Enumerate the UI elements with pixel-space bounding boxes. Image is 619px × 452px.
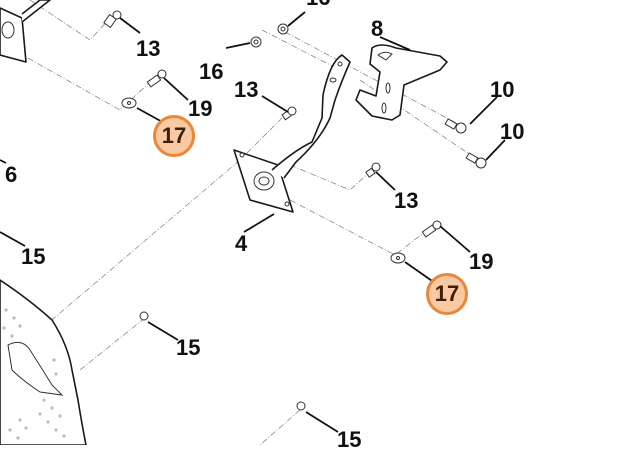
callout-13[interactable]: 13 bbox=[136, 36, 161, 61]
bracket-part-8[interactable] bbox=[355, 44, 448, 121]
nut-16-top[interactable] bbox=[277, 23, 289, 35]
callout-17-highlighted[interactable]: 17 bbox=[153, 115, 195, 157]
callout-15[interactable]: 15 bbox=[21, 244, 46, 269]
callout-13[interactable]: 13 bbox=[394, 188, 419, 213]
callout-19[interactable]: 19 bbox=[469, 249, 494, 274]
washer-17[interactable] bbox=[121, 97, 137, 109]
bolt-19[interactable] bbox=[146, 69, 167, 88]
washer-17-right[interactable] bbox=[390, 252, 406, 264]
callout-10[interactable]: 10 bbox=[490, 77, 515, 102]
bolt-13-center[interactable] bbox=[281, 106, 297, 121]
leader-lines bbox=[0, 11, 506, 433]
callout-10[interactable]: 10 bbox=[500, 119, 525, 144]
callout-6[interactable]: 6 bbox=[5, 162, 18, 187]
callout-15[interactable]: 15 bbox=[337, 427, 362, 452]
callout-8[interactable]: 8 bbox=[371, 16, 384, 41]
bolt-10-lower[interactable] bbox=[465, 152, 487, 169]
callout-4[interactable]: 4 bbox=[235, 231, 248, 256]
bolt-10-upper[interactable] bbox=[444, 118, 467, 134]
nut-15-bottom[interactable] bbox=[296, 401, 306, 411]
callout-19[interactable]: 19 bbox=[188, 96, 213, 121]
bolt-19-right[interactable] bbox=[421, 220, 442, 238]
nut-16[interactable] bbox=[250, 36, 262, 48]
left-pedal-part bbox=[0, 0, 51, 63]
callout-13[interactable]: 13 bbox=[234, 77, 259, 102]
bolt-13[interactable] bbox=[103, 10, 122, 29]
nut-15-center[interactable] bbox=[139, 311, 149, 321]
callout-16[interactable]: 16 bbox=[199, 59, 224, 84]
floor-plate-part[interactable] bbox=[0, 279, 87, 445]
callout-16-top[interactable]: 16 bbox=[306, 0, 330, 9]
hardware bbox=[103, 10, 487, 411]
callout-15[interactable]: 15 bbox=[176, 335, 201, 360]
bolt-13-right[interactable] bbox=[365, 162, 381, 178]
callout-17-highlighted[interactable]: 17 bbox=[426, 273, 468, 315]
pedal-arm-part-4[interactable] bbox=[233, 54, 351, 213]
